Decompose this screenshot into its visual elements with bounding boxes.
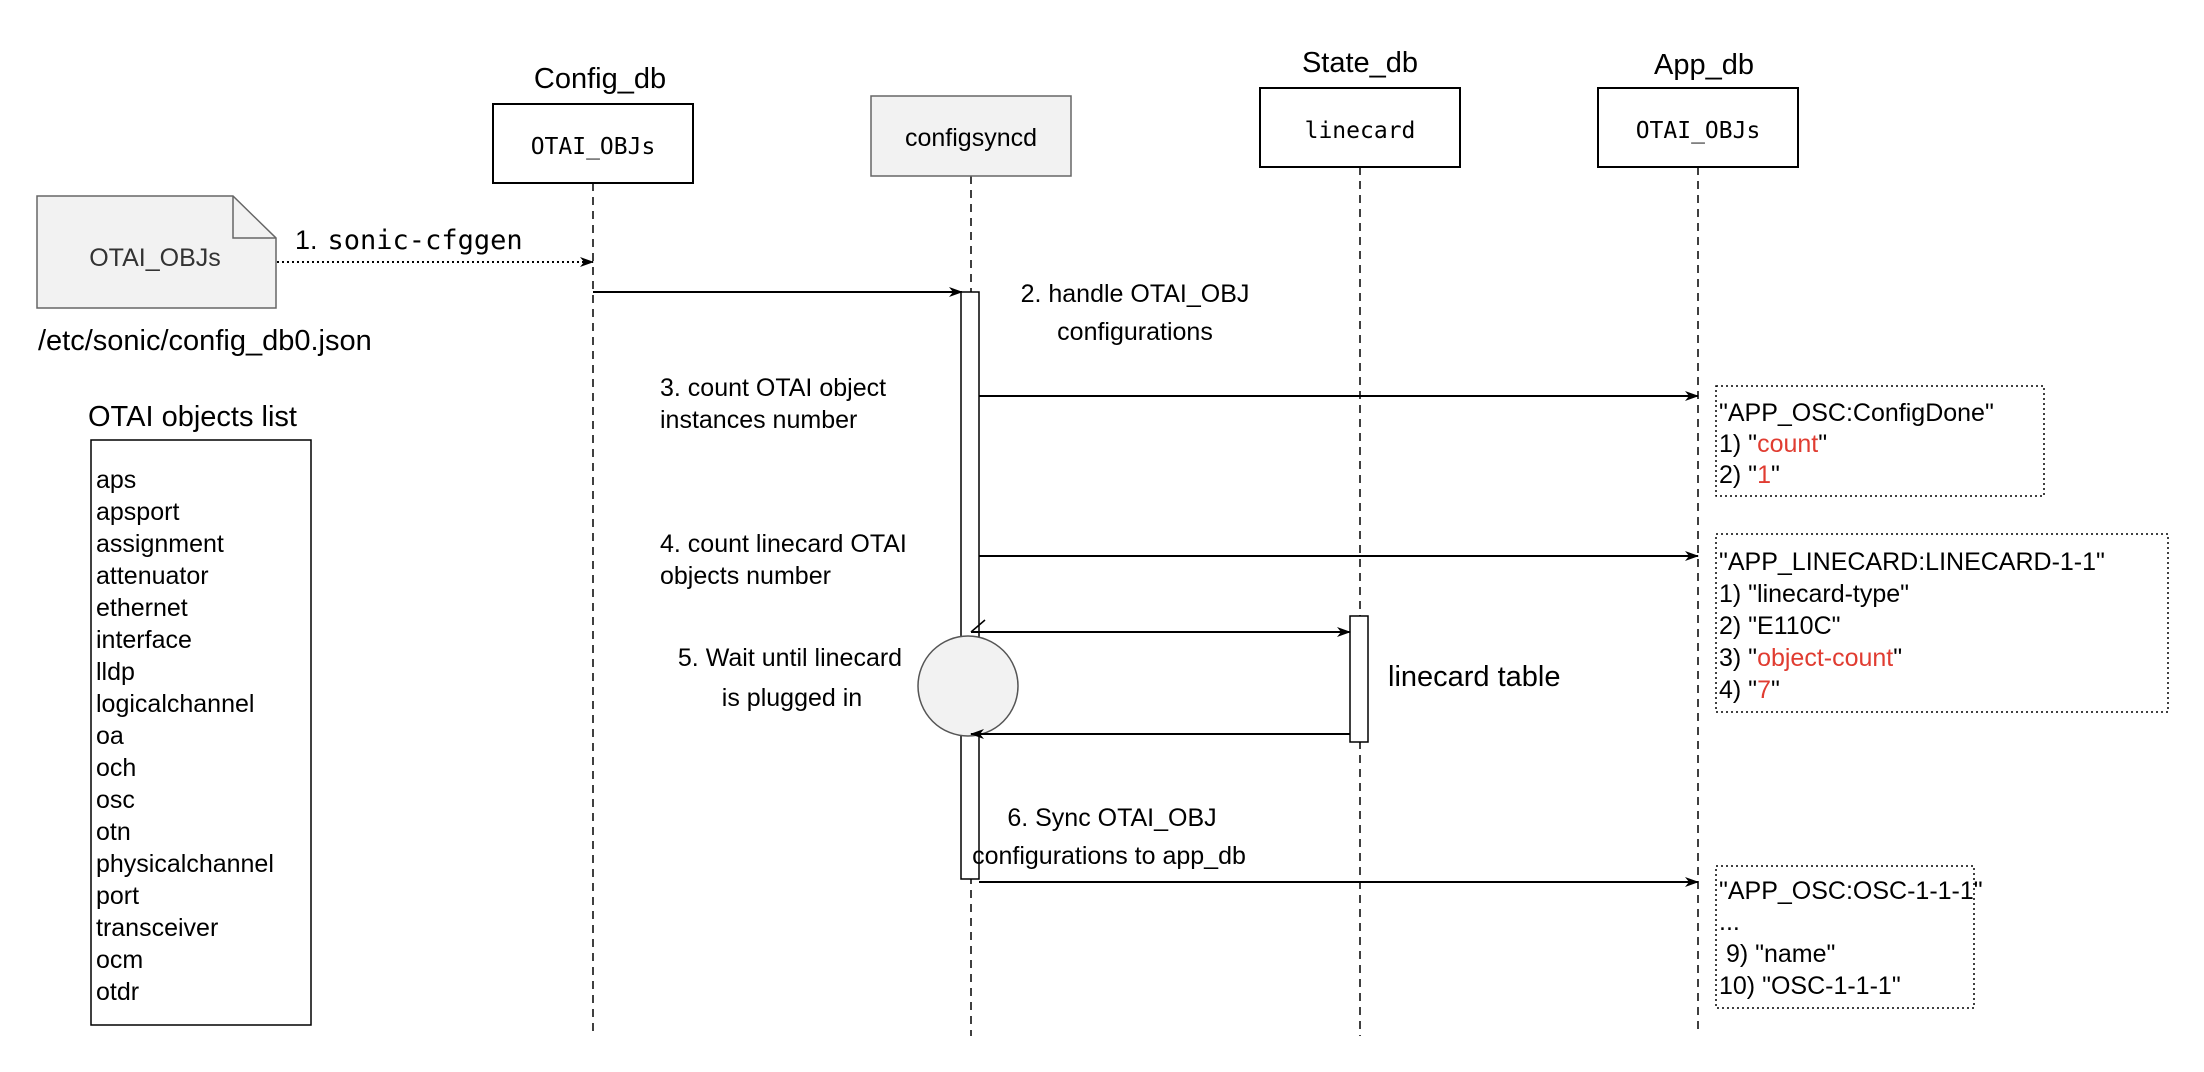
step1-command: sonic-cfggen: [328, 225, 523, 256]
configsyncd-activation-bar: [960, 291, 980, 880]
state-db-title: State_db: [1302, 47, 1418, 79]
objects-list-item: interface: [96, 626, 192, 654]
objects-list-item: attenuator: [96, 562, 209, 590]
step5-line2: is plugged in: [722, 684, 862, 712]
step2-line2: configurations: [1057, 318, 1213, 346]
config-db-title: Config_db: [534, 63, 666, 95]
objects-list-item: ocm: [96, 946, 143, 974]
source-file-note-fold: [232, 196, 276, 239]
linecard-note-line3: 3) "object-count": [1719, 644, 1902, 672]
config-done-note: [1715, 385, 2045, 497]
linecard-note-line2: 2) "E110C": [1719, 612, 1841, 640]
osc-note: [1715, 865, 1975, 1009]
wait-loop-marker: [970, 619, 986, 633]
app-db-box: [1597, 87, 1799, 168]
config-db-box-label: OTAI_OBJs: [531, 134, 656, 160]
objects-list-item: oa: [96, 722, 124, 750]
objects-list-items: aps apsport assignment attenuator ethernet in…: [96, 466, 274, 1006]
wait-loop-circle: [917, 635, 1019, 737]
step4-line1: 4. count linecard OTAI: [660, 530, 907, 558]
objects-list-item: osc: [96, 786, 135, 814]
step6-line2: configurations to app_db: [972, 842, 1246, 870]
objects-list-item: aps: [96, 466, 136, 494]
app-db-box-label: OTAI_OBJs: [1636, 118, 1761, 144]
step3-line1: 3. count OTAI object: [660, 374, 886, 402]
state-db-box-label: linecard: [1305, 118, 1416, 144]
config-done-key: "APP_OSC:ConfigDone": [1719, 399, 1994, 427]
objects-list-item: otn: [96, 818, 131, 846]
objects-list-item: port: [96, 882, 139, 910]
configsyncd-box: [870, 95, 1072, 177]
linecard-note: [1715, 533, 2169, 713]
config-db-box: [492, 103, 694, 184]
objects-list-item: otdr: [96, 978, 139, 1006]
linecard-object-count-key: object-count: [1757, 644, 1893, 672]
step1-label: 1. sonic-cfggen: [295, 225, 523, 256]
osc-note-line2: 9) "name": [1719, 940, 1835, 968]
source-file-note: [36, 195, 277, 309]
state-db-activation-bar: [1349, 615, 1369, 743]
config-done-line2: 2) "1": [1719, 461, 1780, 489]
linecard-note-key: "APP_LINECARD:LINECARD-1-1": [1719, 548, 2105, 576]
osc-note-key: "APP_OSC:OSC-1-1-1": [1719, 877, 1983, 905]
objects-list-item: och: [96, 754, 136, 782]
step6-line1: 6. Sync OTAI_OBJ: [1007, 804, 1216, 832]
objects-list-title: OTAI objects list: [88, 401, 297, 433]
source-file-label: OTAI_OBJs: [89, 244, 221, 272]
objects-list-item: ethernet: [96, 594, 188, 622]
step5-line1: 5. Wait until linecard: [678, 644, 902, 672]
state-db-box: [1259, 87, 1461, 168]
objects-list-item: logicalchannel: [96, 690, 254, 718]
osc-note-line3: 10) "OSC-1-1-1": [1719, 972, 1901, 1000]
objects-list-item: physicalchannel: [96, 850, 274, 878]
app-db-title: App_db: [1654, 49, 1754, 81]
linecard-note-line1: 1) "linecard-type": [1719, 580, 1909, 608]
step4-line2: objects number: [660, 562, 831, 590]
linecard-object-count-value: 7: [1757, 676, 1771, 704]
config-done-line1: 1) "count": [1719, 430, 1827, 458]
objects-list-item: apsport: [96, 498, 179, 526]
configsyncd-box-label: configsyncd: [905, 124, 1037, 152]
objects-list-item: lldp: [96, 658, 135, 686]
objects-list-item: assignment: [96, 530, 224, 558]
linecard-note-line4: 4) "7": [1719, 676, 1780, 704]
source-file-path: /etc/sonic/config_db0.json: [38, 325, 372, 357]
step3-line2: instances number: [660, 406, 857, 434]
config-done-count-value: count: [1757, 430, 1818, 458]
linecard-table-label: linecard table: [1388, 661, 1561, 693]
objects-list-box: [90, 439, 312, 1026]
osc-note-line1: ...: [1719, 908, 1740, 936]
config-done-one-value: 1: [1757, 461, 1771, 489]
step1-number: 1.: [295, 225, 318, 255]
step2-line1: 2. handle OTAI_OBJ: [1021, 280, 1250, 308]
objects-list-item: transceiver: [96, 914, 218, 942]
